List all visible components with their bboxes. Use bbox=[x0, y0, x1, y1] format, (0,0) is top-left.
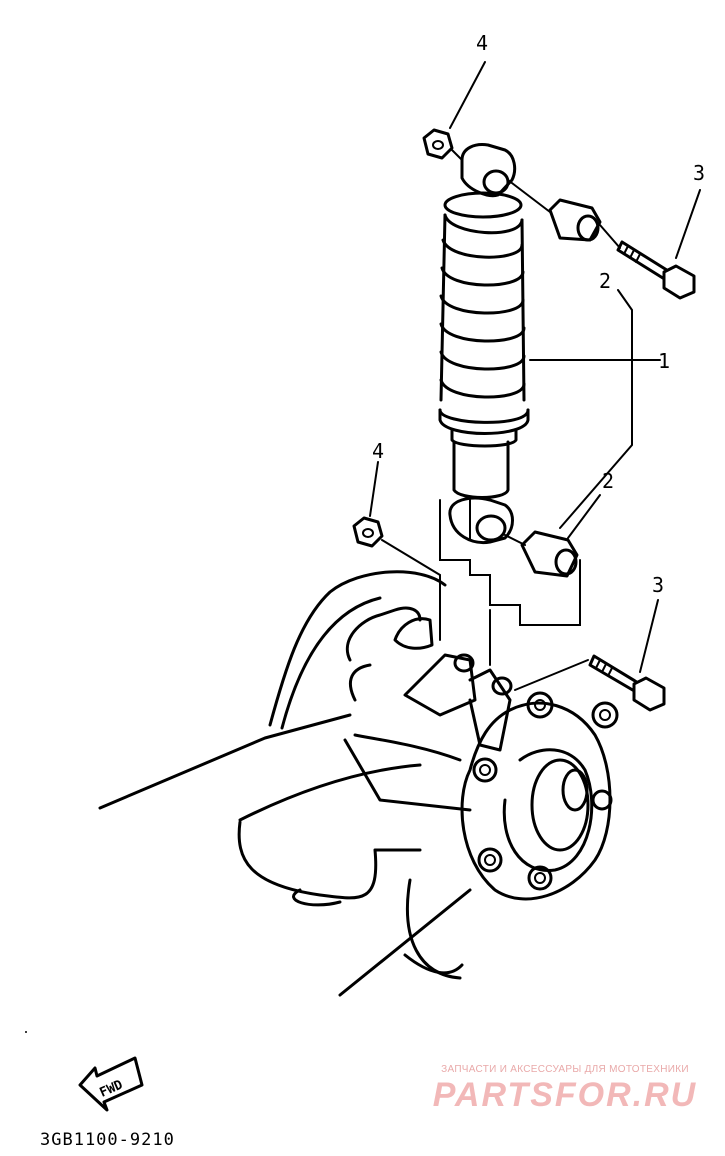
watermark-brand: PARTSFOR.RU bbox=[432, 1076, 698, 1114]
shock-absorber bbox=[438, 143, 530, 545]
callout-4-upper: 4 bbox=[476, 31, 488, 55]
axle-housing bbox=[98, 570, 513, 997]
callout-3-lower: 3 bbox=[652, 573, 664, 597]
fwd-arrow-icon: FWD bbox=[78, 1056, 144, 1112]
collar-lower bbox=[520, 530, 579, 578]
leader-lines bbox=[369, 61, 701, 673]
bolt-upper bbox=[616, 240, 696, 300]
callout-3-upper: 3 bbox=[693, 161, 705, 185]
callout-1: 1 bbox=[658, 349, 670, 373]
coil-spring bbox=[439, 213, 526, 402]
collar-upper bbox=[548, 198, 602, 242]
watermark-tagline: ЗАПЧАСТИ И АКСЕССУАРЫ ДЛЯ МОТОТЕХНИКИ bbox=[441, 1064, 689, 1075]
nut-upper bbox=[422, 128, 454, 160]
bolt-lower bbox=[588, 654, 666, 712]
diagram-code: 3GB1100-9210 bbox=[40, 1130, 175, 1150]
nut-lower bbox=[352, 516, 384, 548]
assembly-lines bbox=[381, 149, 621, 691]
callout-4-lower: 4 bbox=[372, 439, 384, 463]
callout-2-upper: 2 bbox=[599, 269, 611, 293]
callout-2-lower: 2 bbox=[602, 469, 614, 493]
wheel-hub bbox=[460, 691, 619, 901]
